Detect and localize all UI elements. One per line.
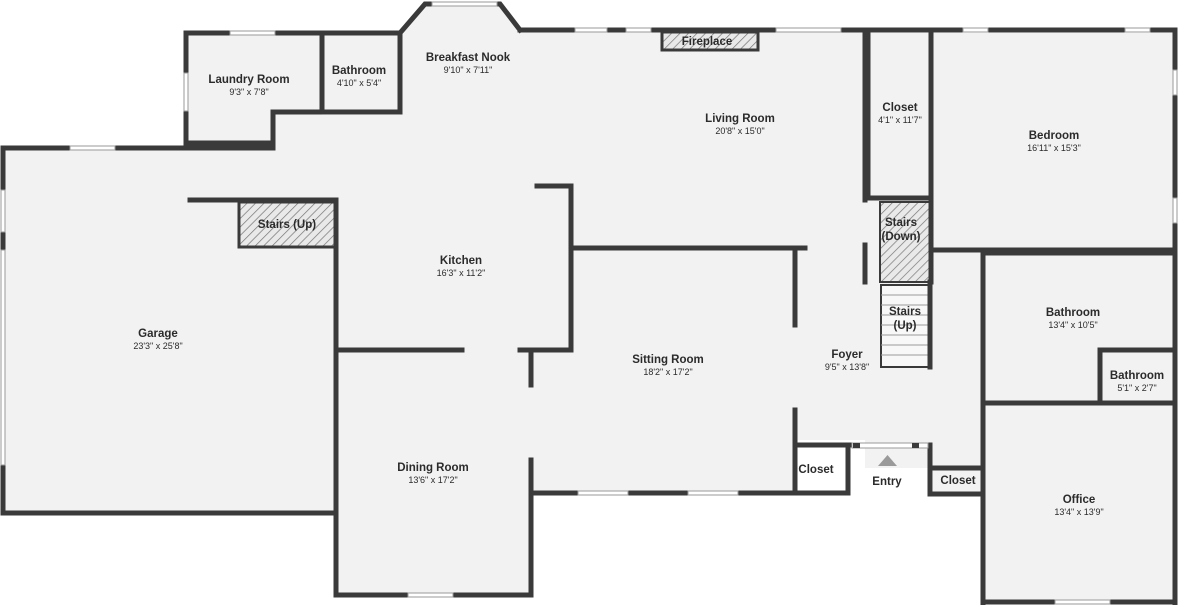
stairs-up-label-1: Stairs	[889, 306, 921, 318]
stairs-up-left	[237, 200, 337, 249]
stairs-down-label-1: Stairs	[885, 217, 917, 229]
room-name-bath-tiny: Bathroom	[1110, 370, 1164, 382]
room-name-office: Office	[1063, 494, 1096, 506]
room-name-breakfast: Breakfast Nook	[426, 52, 511, 64]
closet-top-floor	[868, 33, 931, 198]
entry-threshold	[851, 442, 929, 466]
room-name-kitchen: Kitchen	[440, 255, 482, 267]
fireplace-label: Fireplace	[682, 36, 733, 48]
room-dims-bath-mid: 13'4" x 10'5"	[1048, 320, 1097, 330]
entry-label: Entry	[872, 476, 902, 488]
room-name-bedroom: Bedroom	[1029, 130, 1079, 142]
stairs-up-left-label: Stairs (Up)	[258, 219, 316, 231]
room-dims-bedroom: 16'11" x 15'3"	[1027, 143, 1081, 153]
room-dims-dining: 13'6" x 17'2"	[408, 475, 457, 485]
room-name-bath-mid: Bathroom	[1046, 307, 1100, 319]
stairs-up-steps	[880, 284, 931, 368]
room-dims-bath-tiny: 5'1" x 2'7"	[1117, 383, 1156, 393]
room-name-closet-top: Closet	[882, 102, 917, 114]
room-dims-foyer: 9'5" x 13'8"	[825, 362, 869, 372]
room-dims-bath-small: 4'10" x 5'4"	[337, 78, 381, 88]
entry-arrow-icon	[878, 455, 897, 466]
room-dims-laundry: 9'3" x 7'8"	[229, 87, 268, 97]
room-dims-breakfast: 9'10" x 7'11"	[444, 65, 493, 75]
stairs-down	[879, 201, 931, 283]
bath-small-floor	[322, 33, 400, 112]
room-name-living: Living Room	[705, 113, 775, 125]
room-name-foyer: Foyer	[831, 349, 863, 361]
room-name-sitting: Sitting Room	[632, 354, 704, 366]
room-dims-sitting: 18'2" x 17'2"	[643, 367, 692, 377]
closet-entry-floor	[933, 468, 983, 494]
room-dims-garage: 23'3" x 25'8"	[133, 341, 182, 351]
room-name-laundry: Laundry Room	[208, 74, 289, 86]
room-dims-office: 13'4" x 13'9"	[1054, 507, 1103, 517]
room-dims-closet-top: 4'1" x 11'7"	[878, 115, 922, 125]
closet-entry-label: Closet	[940, 475, 975, 487]
bath-mid-floor	[983, 253, 1175, 403]
room-name-dining: Dining Room	[397, 462, 469, 474]
office-floor	[983, 403, 1175, 603]
room-dims-kitchen: 16'3" x 11'2"	[437, 268, 486, 278]
closet-foyer-label: Closet	[798, 464, 833, 476]
room-name-garage: Garage	[138, 328, 178, 340]
stairs-up-label-2: (Up)	[894, 320, 917, 332]
room-dims-living: 20'8" x 15'0"	[715, 126, 764, 136]
room-name-bath-small: Bathroom	[332, 65, 386, 77]
stairs-down-label-2: (Down)	[882, 231, 921, 243]
